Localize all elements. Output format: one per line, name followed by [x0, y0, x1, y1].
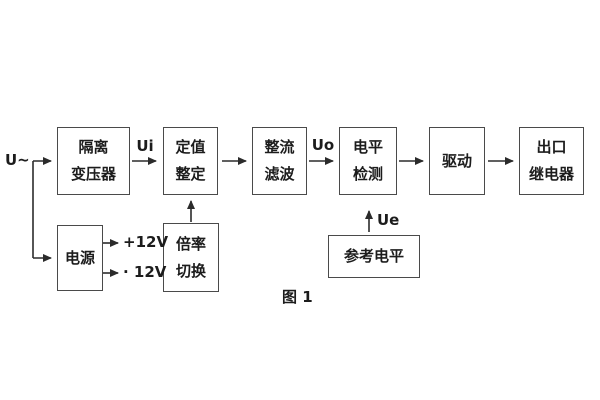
block-rectifier-filter: 整流 滤波 — [252, 127, 307, 195]
block-label-line: 隔离 — [78, 138, 109, 156]
block-output-relay: 出口 继电器 — [519, 127, 584, 195]
block-label-line: 驱动 — [441, 151, 472, 170]
block-label-line: 整流 — [264, 138, 295, 156]
block-setting: 定值 整定 — [163, 127, 218, 195]
signal-label-ui: Ui — [136, 137, 154, 155]
block-label-line: 电源 — [64, 248, 95, 267]
block-label-line: 倍率 — [175, 234, 206, 253]
block-isolation-transformer: 隔离 变压器 — [57, 127, 130, 195]
signal-label-uo: Uo — [311, 136, 335, 154]
signal-label-input-u: U~ — [5, 151, 30, 169]
block-reference-level: 参考电平 — [328, 235, 420, 278]
block-label-line: 变压器 — [70, 165, 116, 183]
block-level-detection: 电平 检测 — [339, 127, 397, 195]
block-power-supply: 电源 — [57, 225, 103, 291]
figure-caption: 图 1 — [282, 288, 313, 306]
block-label-line: 滤波 — [264, 165, 295, 183]
block-label-line: 继电器 — [528, 165, 574, 183]
block-label-line: 出口 — [536, 138, 567, 156]
signal-label-minus12v: · 12V — [123, 263, 167, 281]
signal-label-ue: Ue — [377, 211, 400, 229]
block-label-line: 检测 — [352, 165, 383, 183]
block-label-line: 切换 — [175, 261, 206, 280]
block-drive: 驱动 — [429, 127, 485, 195]
block-label-line: 定值 — [175, 138, 206, 156]
signal-label-plus12v: +12V — [123, 233, 169, 251]
block-label-line: 整定 — [175, 165, 206, 183]
block-ratio-switch: 倍率 切换 — [163, 223, 219, 292]
block-label-line: 参考电平 — [343, 247, 404, 265]
block-label-line: 电平 — [352, 138, 383, 156]
